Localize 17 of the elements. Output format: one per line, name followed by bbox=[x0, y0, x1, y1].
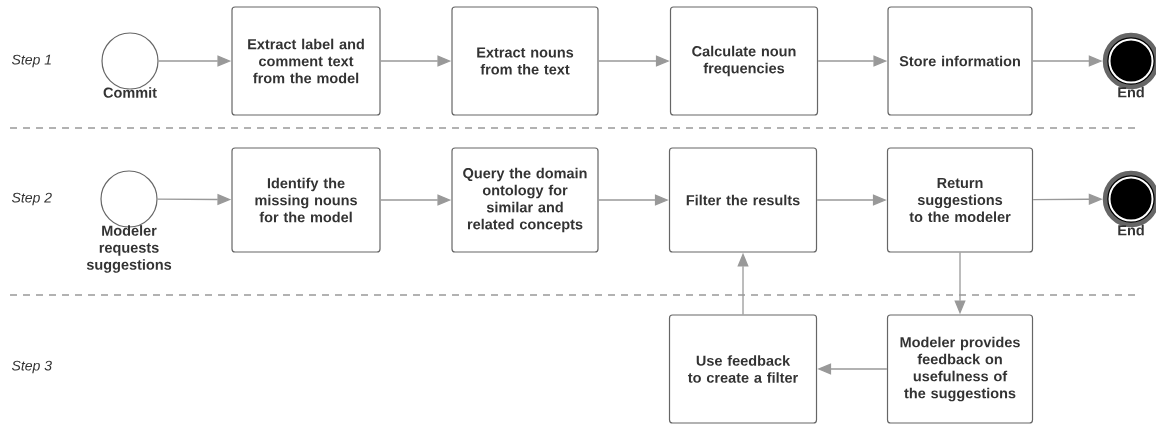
event-label: Commit bbox=[103, 87, 157, 98]
process-box: Query the domain ontology for similar and related concepts bbox=[451, 147, 599, 253]
process-box: Return suggestions to the modeler bbox=[886, 147, 1034, 253]
event-label: End bbox=[1118, 224, 1144, 236]
lane-label: Step 2 bbox=[11, 192, 52, 206]
process-box: Extract nouns from the text bbox=[451, 6, 599, 116]
process-box: Store information bbox=[887, 6, 1033, 116]
lane-label: Step 3 bbox=[11, 360, 52, 374]
event-label: End bbox=[1118, 86, 1144, 98]
process-box: Filter the results bbox=[668, 147, 818, 253]
process-box: Identify the missing nouns for the model bbox=[231, 147, 381, 253]
process-box: Use feedback to create a filter bbox=[668, 314, 818, 424]
process-box: Modeler provides feedback on usefulness of the suggestions bbox=[886, 314, 1034, 424]
process-box: Extract label and comment text from the model bbox=[231, 6, 381, 116]
event-label: Modeler requests suggestions bbox=[86, 225, 172, 273]
lane-label: Step 1 bbox=[11, 54, 51, 68]
process-box: Calculate noun frequencies bbox=[669, 6, 819, 116]
